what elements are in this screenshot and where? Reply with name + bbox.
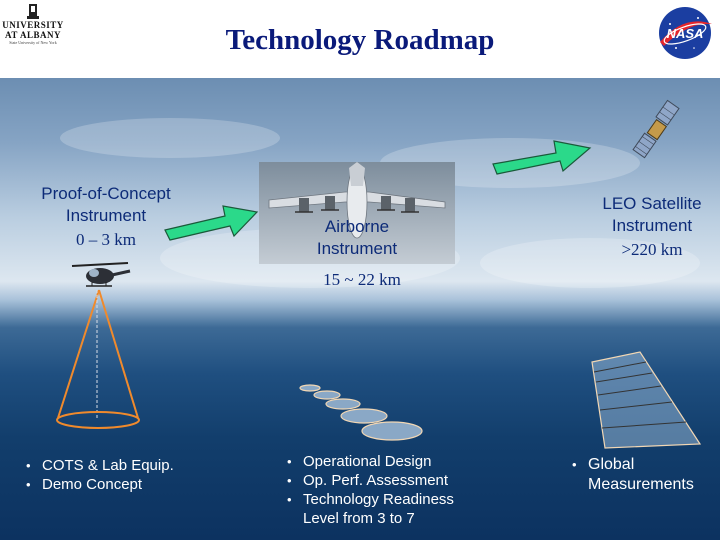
university-logo: UNIVERSITY AT ALBANY State University of… <box>2 2 64 62</box>
nasa-logo-text: NASA <box>667 26 704 41</box>
stage1-label-line2: Instrument <box>65 206 147 225</box>
university-name-line1: UNIVERSITY <box>2 20 64 30</box>
stage2-bullet-text: Level from 3 to 7 <box>303 510 415 527</box>
stage3-bullet-continued: Measurements <box>570 475 694 495</box>
stage3-label-line1: LEO Satellite <box>602 194 702 213</box>
stage2-bullets: Operational Design Op. Perf. Assessment … <box>285 452 454 528</box>
airplane-icon <box>259 162 455 264</box>
slide-title: Technology Roadmap <box>225 24 495 56</box>
stage3-bullet-text: Measurements <box>588 476 694 493</box>
stage3-bullet: Global <box>570 455 694 475</box>
university-name-line2: AT ALBANY <box>5 30 61 40</box>
cloud <box>480 238 700 288</box>
stage2-label-line1: Airborne <box>324 217 390 236</box>
stage1-range: 0 – 3 km <box>76 230 136 249</box>
stage2-label: Airborne Instrument <box>292 216 422 260</box>
stage3-range: >220 km <box>621 240 683 259</box>
stage3-label: LEO Satellite Instrument >220 km <box>583 193 720 261</box>
airborne-aircraft-photo <box>259 162 455 264</box>
university-name-line3: State University of New York <box>9 40 57 45</box>
stage2-bullet: Op. Perf. Assessment <box>285 471 454 490</box>
stage2-bullet: Technology Readiness <box>285 490 454 509</box>
cloud <box>60 118 280 158</box>
stage1-bullets: COTS & Lab Equip. Demo Concept <box>24 456 174 494</box>
stage1-label-line1: Proof-of-Concept <box>41 184 171 203</box>
stage2-bullet-continued: Level from 3 to 7 <box>285 509 454 528</box>
stage2-range: 15 ~ 22 km <box>323 270 401 289</box>
university-crest-icon <box>27 4 39 19</box>
stage2-bullet: Operational Design <box>285 452 454 471</box>
stage2-label-line2: Instrument <box>316 239 398 258</box>
stage3-label-line2: Instrument <box>611 216 693 235</box>
stage3-bullets: Global Measurements <box>570 455 694 495</box>
nasa-logo-icon: NASA <box>659 7 712 59</box>
stage1-bullet: Demo Concept <box>24 475 174 494</box>
slide-header: UNIVERSITY AT ALBANY State University of… <box>0 0 720 78</box>
stage1-label: Proof-of-Concept Instrument 0 – 3 km <box>16 183 196 251</box>
stage1-bullet: COTS & Lab Equip. <box>24 456 174 475</box>
